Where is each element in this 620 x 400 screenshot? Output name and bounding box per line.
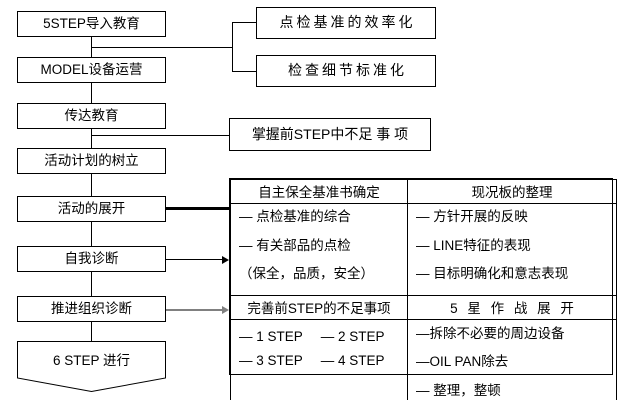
output-box-1-label: 点检基准的效率化 xyxy=(279,14,416,31)
list-item: — LINE特征的表现 xyxy=(416,237,531,253)
output-box-2[interactable]: 检查细节标准化 xyxy=(256,55,436,87)
flow-terminal-label: 6 STEP 进行 xyxy=(52,353,131,368)
matrix-steps-row-2: — 3 STEP — 4 STEP xyxy=(239,353,407,378)
matrix-cell-r3c2[interactable]: 5 星 作 战 展 开 xyxy=(407,294,617,320)
matrix-cell-r1c1-header: 自主保全基准书确定 xyxy=(258,185,380,200)
output-box-1[interactable]: 点检基准的效率化 xyxy=(256,7,436,39)
flow-step-5[interactable]: 活动的展开 xyxy=(17,196,166,222)
matrix-connector-gray-arrowhead xyxy=(222,306,229,314)
list-item: — 整理，整顿 xyxy=(416,382,501,398)
output-bracket-spine xyxy=(232,22,233,72)
matrix-cell-r4c2[interactable]: —拆除不必要的周边设备 —OIL PAN除去 — 整理，整顿 xyxy=(407,318,617,400)
matrix-cell-r4c2-items: —拆除不必要的周边设备 —OIL PAN除去 — 整理，整顿 xyxy=(408,320,616,399)
list-item: — 2 STEP xyxy=(320,328,385,344)
matrix-connector-thin-arrowhead xyxy=(222,256,229,264)
output-box-3-label: 掌握前STEP中不足 事 项 xyxy=(251,125,409,142)
matrix-cell-r1c1[interactable]: 自主保全基准书确定 xyxy=(230,179,408,204)
table-row: — 点检基准的综合 — 有关部品的点检 （保全，品质，安全） — 方针开展的反映… xyxy=(230,203,617,296)
output-connector-3 xyxy=(91,135,229,136)
flow-step-4-label: 活动计划的树立 xyxy=(44,152,139,168)
output-box-3[interactable]: 掌握前STEP中不足 事 项 xyxy=(229,118,431,151)
detail-matrix: 自主保全基准书确定 现况板的整理 — 点检基准的综合 — 有关部品的点检 （保全… xyxy=(229,178,617,400)
flow-step-3-label: 传达教育 xyxy=(64,107,119,123)
flow-step-1[interactable]: 5STEP导入教育 xyxy=(17,11,166,37)
output-bracket-stem xyxy=(91,47,232,48)
matrix-cell-r3c2-header: 5 星 作 战 展 开 xyxy=(450,300,577,316)
pentagon-outline xyxy=(17,341,166,392)
matrix-cell-r3c1[interactable]: 完善前STEP的不足事项 xyxy=(230,294,408,320)
output-bracket-arm-1 xyxy=(232,22,256,23)
matrix-cell-r1c2[interactable]: 现况板的整理 xyxy=(407,179,617,204)
list-item: — 方针开展的反映 xyxy=(416,209,528,224)
flow-step-6-label: 自我诊断 xyxy=(64,250,119,266)
flow-trunk-5 xyxy=(91,222,92,246)
matrix-cell-r2c1-items: — 点检基准的综合 — 有关部品的点检 （保全，品质，安全） xyxy=(231,204,407,282)
output-bracket-arm-2 xyxy=(232,71,256,72)
flow-terminal-shape[interactable]: 6 STEP 进行 xyxy=(17,341,166,392)
flow-step-5-label: 活动的展开 xyxy=(57,200,126,216)
matrix-cell-r4c1[interactable]: — 1 STEP — 2 STEP — 3 STEP — 4 STEP xyxy=(230,318,408,400)
matrix-cell-r4c1-items: — 1 STEP — 2 STEP — 3 STEP — 4 STEP xyxy=(231,320,407,378)
flow-step-3[interactable]: 传达教育 xyxy=(17,103,166,129)
flow-trunk-1 xyxy=(91,36,92,57)
list-item: — 有关部品的点检 xyxy=(239,237,351,253)
list-item: （保全，品质，安全） xyxy=(239,266,374,282)
list-item: — 点检基准的综合 xyxy=(239,209,351,224)
flow-step-7-label: 推进组织诊断 xyxy=(51,300,132,316)
list-item: — 4 STEP xyxy=(320,353,385,369)
table-row: — 1 STEP — 2 STEP — 3 STEP — 4 STEP —拆除不… xyxy=(230,318,617,400)
list-item: — 目标明确化和意志表现 xyxy=(416,266,569,282)
flow-step-6[interactable]: 自我诊断 xyxy=(17,246,166,272)
table-row: 自主保全基准书确定 现况板的整理 xyxy=(230,179,617,204)
flow-step-7[interactable]: 推进组织诊断 xyxy=(17,296,166,322)
table-row: 完善前STEP的不足事项 5 星 作 战 展 开 xyxy=(230,294,617,320)
flow-step-4[interactable]: 活动计划的树立 xyxy=(17,148,166,174)
matrix-cell-r3c1-header: 完善前STEP的不足事项 xyxy=(247,300,391,316)
matrix-steps-row-1: — 1 STEP — 2 STEP xyxy=(239,329,407,354)
list-item: — 1 STEP xyxy=(239,328,303,344)
flow-step-1-label: 5STEP导入教育 xyxy=(43,15,140,31)
matrix-cell-r2c2[interactable]: — 方针开展的反映 — LINE特征的表现 — 目标明确化和意志表现 xyxy=(407,203,617,296)
matrix-connector-gray xyxy=(166,309,223,311)
list-item: —OIL PAN除去 xyxy=(416,354,509,370)
list-item: —拆除不必要的周边设备 xyxy=(416,325,565,341)
flow-trunk-6 xyxy=(91,272,92,296)
flow-step-2[interactable]: MODEL设备运营 xyxy=(17,57,166,83)
output-box-2-label: 检查细节标准化 xyxy=(288,62,407,79)
flow-trunk-3 xyxy=(91,128,92,148)
flow-step-2-label: MODEL设备运营 xyxy=(40,61,143,77)
flow-trunk-2 xyxy=(91,82,92,103)
matrix-cell-r1c2-header: 现况板的整理 xyxy=(471,185,553,200)
matrix-connector-thick xyxy=(166,207,230,210)
matrix-cell-r2c1[interactable]: — 点检基准的综合 — 有关部品的点检 （保全，品质，安全） xyxy=(230,203,408,296)
matrix-cell-r2c2-items: — 方针开展的反映 — LINE特征的表现 — 目标明确化和意志表现 xyxy=(408,204,616,282)
flow-trunk-7 xyxy=(91,322,92,342)
detail-matrix-table: 自主保全基准书确定 现况板的整理 — 点检基准的综合 — 有关部品的点检 （保全… xyxy=(230,179,617,400)
flow-trunk-4 xyxy=(91,174,92,196)
matrix-connector-thin xyxy=(166,259,223,260)
list-item: — 3 STEP xyxy=(239,353,303,369)
